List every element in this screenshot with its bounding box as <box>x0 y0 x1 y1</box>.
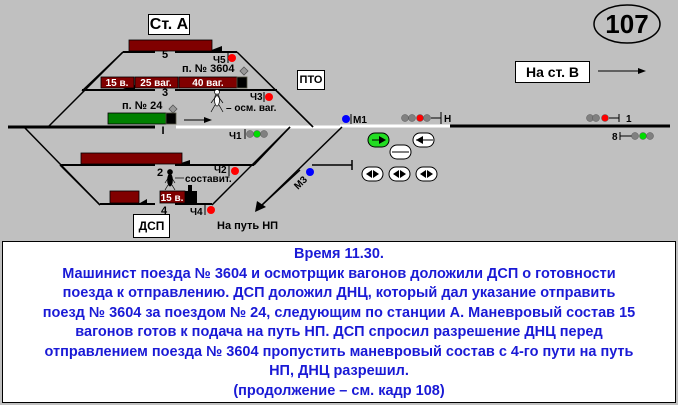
inspector-label: – осм. ваг. <box>226 103 277 114</box>
wagons-track-4 <box>109 190 140 204</box>
train-24-direction-arrow-icon <box>184 117 212 123</box>
info-line: поезд № 3604 за поездом № 24, следующим … <box>42 304 636 321</box>
info-line: Машинист поезда № 3604 и осмотрщик вагон… <box>62 265 616 282</box>
frame-number-badge: 107 <box>593 4 661 44</box>
red-lamp-icon <box>228 54 236 62</box>
red-lamp-icon <box>265 93 273 101</box>
svg-text:Н: Н <box>444 114 451 125</box>
signal-ch4: Ч4 <box>190 205 215 218</box>
off-lamp-icon <box>401 114 409 122</box>
off-lamp-icon <box>260 130 268 138</box>
wagons-25-label: 25 ваг. <box>140 78 172 89</box>
signal-lamp-diamond-icon <box>168 104 178 114</box>
train-24-cars <box>107 112 167 125</box>
info-line: НП, ДНЦ разрешил. <box>269 363 409 379</box>
frame-number: 107 <box>605 9 648 39</box>
svg-text:Ч1: Ч1 <box>229 131 242 142</box>
train-24-label: п. № 24 <box>122 100 163 112</box>
wagons-15-group <box>100 76 135 89</box>
signal-ch2: Ч2 <box>214 165 239 176</box>
info-line: вагонов готов к подача на путь НП. ДСП с… <box>75 324 603 340</box>
off-lamp-icon <box>408 114 416 122</box>
green-lamp-icon <box>639 132 647 140</box>
svg-text:Ч5: Ч5 <box>213 55 226 66</box>
track-5: 5 <box>123 49 237 61</box>
compiler-label: составит. <box>185 174 232 185</box>
info-line: поезда к отправлению. ДСП доложил ДНЦ, к… <box>62 285 616 301</box>
svg-text:1: 1 <box>626 114 632 125</box>
svg-text:М1: М1 <box>353 115 367 126</box>
track-3-number: 3 <box>162 87 168 99</box>
route-button-shunting-1[interactable] <box>361 166 384 182</box>
red-lamp-icon <box>231 167 239 175</box>
route-button-shunting-3[interactable] <box>415 166 438 182</box>
track-1-number: I <box>161 125 164 137</box>
skid-shoe-icon <box>140 199 147 203</box>
train-compiler-figure-icon <box>164 169 184 191</box>
svg-text:Ч4: Ч4 <box>190 207 203 218</box>
to-np-label: На путь НП <box>217 220 278 232</box>
wagons-track-5 <box>128 39 213 52</box>
svg-text:Ч3: Ч3 <box>250 92 263 103</box>
off-lamp-icon <box>423 114 431 122</box>
signal-n: Н <box>401 112 451 125</box>
blue-lamp-icon <box>306 168 314 176</box>
car-inspector-figure-icon <box>210 89 224 113</box>
blue-lamp-icon <box>342 115 350 123</box>
track-2-number: 2 <box>157 167 163 179</box>
signal-lamp-diamond-icon <box>239 66 249 76</box>
wagons-track-2 <box>80 152 183 165</box>
red-lamp-icon <box>207 206 215 214</box>
locomotive-3604 <box>236 76 248 89</box>
signal-ch1: Ч1 <box>229 129 268 142</box>
direction-arrow-icon <box>598 68 646 74</box>
locomotive-24 <box>165 112 177 125</box>
route-button-arrival-left[interactable] <box>412 132 435 148</box>
pto-label: ПТО <box>297 70 325 90</box>
svg-text:М3: М3 <box>292 174 310 192</box>
signal-1: 1 <box>586 114 632 125</box>
info-continuation: (продолжение – см. кадр 108) <box>233 382 445 399</box>
arrow-left-icon <box>416 136 423 144</box>
wagons-40-label: 40 ваг. <box>192 78 224 89</box>
off-lamp-icon <box>631 132 639 140</box>
arrow-right-icon <box>379 136 386 144</box>
np-direction-arrow-icon <box>255 201 266 212</box>
info-time: Время 11.30. <box>294 246 384 262</box>
red-lamp-icon <box>416 114 424 122</box>
signal-8: 8 <box>612 132 654 143</box>
svg-text:Ч2: Ч2 <box>214 165 227 176</box>
info-panel: Время 11.30. Машинист поезда № 3604 и ос… <box>2 241 676 403</box>
shunting-15-label: 15 в. <box>161 193 184 204</box>
track-4-number: 4 <box>161 205 168 217</box>
off-lamp-icon <box>592 114 600 122</box>
main-track <box>8 124 670 129</box>
route-button-departure-right[interactable] <box>367 132 390 148</box>
green-lamp-icon <box>253 130 261 138</box>
signal-ch5: Ч5 <box>213 53 236 66</box>
info-line: отправлением поезда № 3604 пропустить ма… <box>44 343 634 360</box>
track-5-number: 5 <box>162 49 168 61</box>
station-a-label: Ст. А <box>148 14 190 35</box>
wagons-15-label: 15 в. <box>106 78 129 89</box>
track-scheme: 5 3 I п. № 3604 15 в. 25 ваг. 40 ваг. п.… <box>8 39 670 232</box>
wagons-25-group <box>134 76 179 89</box>
dsp-label: ДСП <box>133 214 170 238</box>
to-station-b-label: На ст. В <box>515 61 590 83</box>
track-3: 3 <box>82 87 277 99</box>
signal-m1: М1 <box>342 114 367 126</box>
svg-text:8: 8 <box>612 132 618 143</box>
red-lamp-icon <box>601 114 609 122</box>
train-3604-label: п. № 3604 <box>182 63 235 75</box>
route-button-cancel[interactable] <box>389 144 412 160</box>
shunting-locomotive-icon <box>185 185 197 203</box>
off-lamp-icon <box>646 132 654 140</box>
route-button-shunting-2[interactable] <box>388 166 411 182</box>
signal-ch3: Ч3 <box>250 92 273 103</box>
off-lamp-icon <box>246 130 254 138</box>
